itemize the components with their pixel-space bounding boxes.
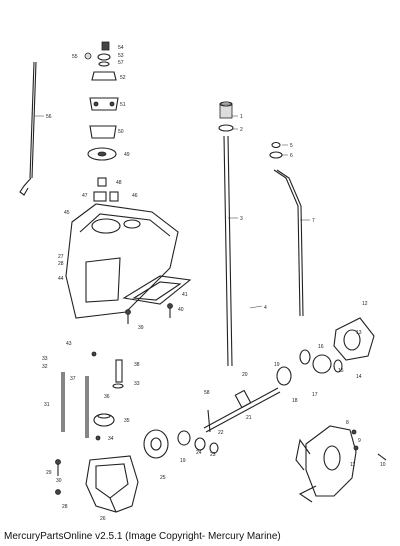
callout-47: 47	[82, 193, 88, 199]
callout-15: 15	[338, 368, 344, 374]
callout-7: 7	[312, 218, 315, 224]
leader-line	[249, 305, 263, 309]
part-56-shaft	[19, 61, 37, 196]
callout-16: 16	[318, 344, 324, 350]
callout-22: 22	[218, 430, 224, 436]
callout-41: 41	[182, 292, 188, 298]
callout-53: 53	[118, 53, 124, 59]
callout-6: 6	[290, 153, 293, 159]
callout-33b: 33	[134, 381, 140, 387]
callout-2: 2	[240, 127, 243, 133]
callout-45: 45	[64, 210, 70, 216]
propeller-shaft-assembly	[276, 317, 375, 386]
callout-31: 31	[44, 402, 50, 408]
callout-36: 36	[104, 394, 110, 400]
callout-11: 11	[350, 462, 355, 468]
callout-55: 55	[72, 54, 78, 60]
forward-gear	[143, 429, 219, 459]
callout-13: 13	[356, 330, 362, 336]
callout-30: 30	[56, 478, 62, 484]
callout-56: 56	[46, 114, 52, 120]
callout-29: 29	[46, 470, 52, 476]
callout-51: 51	[120, 102, 126, 108]
callout-40: 40	[178, 307, 184, 313]
callout-44: 44	[58, 276, 64, 282]
callout-20: 20	[242, 372, 248, 378]
callout-48: 48	[116, 180, 122, 186]
callout-58: 58	[204, 390, 210, 396]
part-41-plate	[122, 275, 192, 305]
callout-3: 3	[240, 216, 243, 222]
callout-18: 18	[292, 398, 298, 404]
callout-28a: 28	[58, 261, 64, 267]
callout-25: 25	[160, 475, 166, 481]
callout-10: 10	[380, 462, 386, 468]
callout-19b: 19	[180, 458, 186, 464]
lower-gearcase	[85, 455, 139, 513]
gear-housing	[65, 203, 179, 319]
callout-33a: 33	[42, 356, 48, 362]
callout-54: 54	[118, 45, 124, 51]
callout-46: 46	[132, 193, 138, 199]
shift-rod	[269, 141, 304, 317]
exploded-parts-diagram: 54 55 53 57 52 51 50 49 48 46 47 45 56 2…	[19, 41, 387, 522]
callout-57: 57	[118, 60, 124, 66]
callout-5: 5	[290, 143, 293, 149]
callout-26: 26	[100, 516, 106, 522]
callout-50: 50	[118, 129, 124, 135]
callout-12: 12	[362, 301, 368, 307]
leader-lines	[34, 115, 310, 221]
callout-32: 32	[42, 364, 48, 370]
propeller-shaft	[203, 387, 281, 433]
top-stack-parts	[84, 41, 119, 202]
callout-34: 34	[108, 436, 114, 442]
callout-17: 17	[312, 392, 318, 398]
callout-14: 14	[356, 374, 362, 380]
callout-27: 27	[58, 254, 64, 260]
copyright-footer: MercuryPartsOnline v2.5.1 (Image Copyrig…	[4, 531, 281, 542]
callout-1: 1	[240, 114, 243, 120]
callout-21: 21	[246, 415, 252, 421]
drive-shaft	[218, 101, 234, 367]
propeller	[295, 425, 387, 503]
callout-37: 37	[70, 376, 76, 382]
callout-43: 43	[66, 341, 72, 347]
callout-19a: 19	[274, 362, 280, 368]
callout-35: 35	[124, 418, 130, 424]
callout-9: 9	[358, 438, 361, 444]
callout-38: 38	[134, 362, 140, 368]
callout-39: 39	[138, 325, 144, 331]
drain-screws	[55, 459, 61, 495]
water-pump-parts	[61, 351, 124, 441]
callout-8: 8	[346, 420, 349, 426]
small-bolts	[125, 303, 173, 324]
callout-23: 23	[210, 452, 216, 458]
callout-49: 49	[124, 152, 130, 158]
callout-52: 52	[120, 75, 126, 81]
callout-28b: 28	[62, 504, 68, 510]
callout-labels: 54 55 53 57 52 51 50 49 48 46 47 45 56 2…	[42, 45, 386, 522]
callout-4: 4	[264, 305, 267, 311]
callout-24: 24	[196, 450, 202, 456]
